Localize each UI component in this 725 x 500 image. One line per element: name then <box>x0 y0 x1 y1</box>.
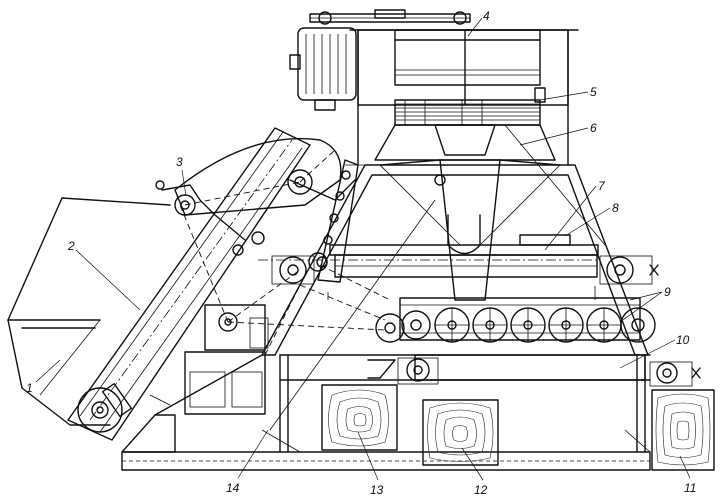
label-10: 10 <box>676 333 690 347</box>
cross-braces <box>269 124 606 431</box>
label-9: 9 <box>664 285 671 299</box>
label-3: 3 <box>176 155 183 169</box>
label-2: 2 <box>67 239 75 253</box>
upper-deck <box>271 234 659 285</box>
label-11: 11 <box>684 481 696 495</box>
lower-drive <box>179 204 386 415</box>
inclined-conveyor <box>67 127 311 441</box>
label-8: 8 <box>612 201 619 215</box>
feed-hopper <box>7 197 171 426</box>
lower-platform <box>121 354 263 453</box>
leader-lines <box>35 17 691 481</box>
label-12: 12 <box>474 483 488 497</box>
conveyor-head <box>155 137 356 256</box>
log-11 <box>651 389 715 471</box>
side-feeder <box>308 159 359 283</box>
top-drive <box>289 9 471 111</box>
label-6: 6 <box>590 121 597 135</box>
log-12 <box>422 399 499 466</box>
label-14: 14 <box>226 481 240 495</box>
label-13: 13 <box>370 483 384 497</box>
part-labels: 1 2 3 4 5 6 7 8 9 10 11 12 13 14 <box>26 9 696 497</box>
label-1: 1 <box>26 381 33 395</box>
roller-bed <box>375 297 656 343</box>
central-chute <box>379 159 561 301</box>
label-4: 4 <box>483 9 490 23</box>
dashed-guides <box>258 259 600 356</box>
outfeed-table <box>367 354 701 387</box>
label-7: 7 <box>598 179 606 193</box>
log-13 <box>321 384 398 451</box>
screen-housing <box>349 29 579 166</box>
rollers <box>375 307 656 343</box>
label-5: 5 <box>590 85 597 99</box>
